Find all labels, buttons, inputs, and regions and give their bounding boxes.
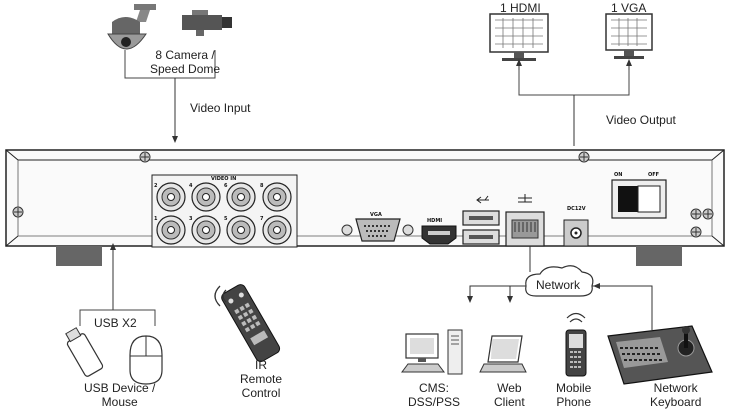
bnc-channel-label: 1 — [154, 216, 158, 222]
bnc-channel-label: 7 — [260, 216, 264, 222]
camera-bracket — [124, 50, 216, 79]
dc-power-jack-icon — [563, 219, 589, 247]
mobile-phone-icon — [565, 312, 587, 377]
usb-stick-icon — [65, 327, 104, 377]
ir-remote-icon — [214, 284, 281, 363]
hdmi-port-label: HDMI — [427, 218, 442, 224]
cms-label: CMS: DSS/PSS — [408, 381, 461, 409]
web-client-label: Web Client — [494, 381, 525, 409]
ethernet-port-icon — [505, 194, 545, 247]
hdmi-monitor-label: 1 HDMI — [500, 1, 541, 15]
switch-on-label: ON — [614, 172, 622, 178]
desktop-pc-icon — [401, 329, 463, 375]
usb-port-icon — [462, 195, 500, 245]
screw-icon — [139, 151, 151, 163]
power-switch-icon — [611, 179, 667, 219]
usb-bracket — [79, 309, 156, 326]
mobile-phone-label: Mobile Phone — [556, 381, 592, 409]
monitor-bracket — [518, 66, 630, 96]
vga-port-icon — [341, 218, 414, 242]
network-label: Network — [536, 278, 581, 292]
dc-label: DC12V — [567, 206, 586, 212]
switch-off-label: OFF — [648, 172, 659, 178]
screw-icon — [690, 208, 702, 220]
vga-port-label: VGA — [370, 212, 382, 218]
mouse-icon — [129, 335, 163, 385]
usb-device-label: USB Device / Mouse — [84, 381, 156, 409]
video-input-label: Video Input — [190, 101, 251, 115]
hdmi-port-icon — [421, 225, 457, 245]
speed-dome-icon — [107, 4, 156, 50]
screw-icon — [690, 226, 702, 238]
hdmi-monitor-icon — [489, 13, 549, 61]
vga-monitor-icon — [605, 13, 653, 59]
bnc-channel-label: 6 — [224, 183, 228, 189]
screw-icon — [12, 206, 24, 218]
camera-label: 8 Camera / Speed Dome — [150, 48, 221, 76]
laptop-icon — [479, 335, 527, 373]
screw-icon — [578, 151, 590, 163]
bnc-channel-label: 2 — [154, 183, 158, 189]
ir-remote-label: IR Remote Control — [240, 358, 283, 400]
network-keyboard-label: Network Keyboard — [650, 381, 702, 409]
screw-icon — [702, 208, 714, 220]
bnc-channel-label: 5 — [224, 216, 228, 222]
bnc-channel-label: 4 — [189, 183, 193, 189]
bnc-channel-label: 8 — [260, 183, 264, 189]
bnc-channel-label: 3 — [189, 216, 193, 222]
cms-link — [467, 285, 526, 303]
video-in-label: VIDEO IN — [211, 176, 236, 182]
keyboard-link — [592, 285, 653, 330]
vga-monitor-label: 1 VGA — [611, 1, 647, 15]
usb-x2-label: USB X2 — [94, 316, 137, 330]
video-output-label: Video Output — [606, 113, 676, 127]
box-camera-icon — [182, 10, 232, 36]
network-keyboard-icon — [607, 325, 713, 385]
